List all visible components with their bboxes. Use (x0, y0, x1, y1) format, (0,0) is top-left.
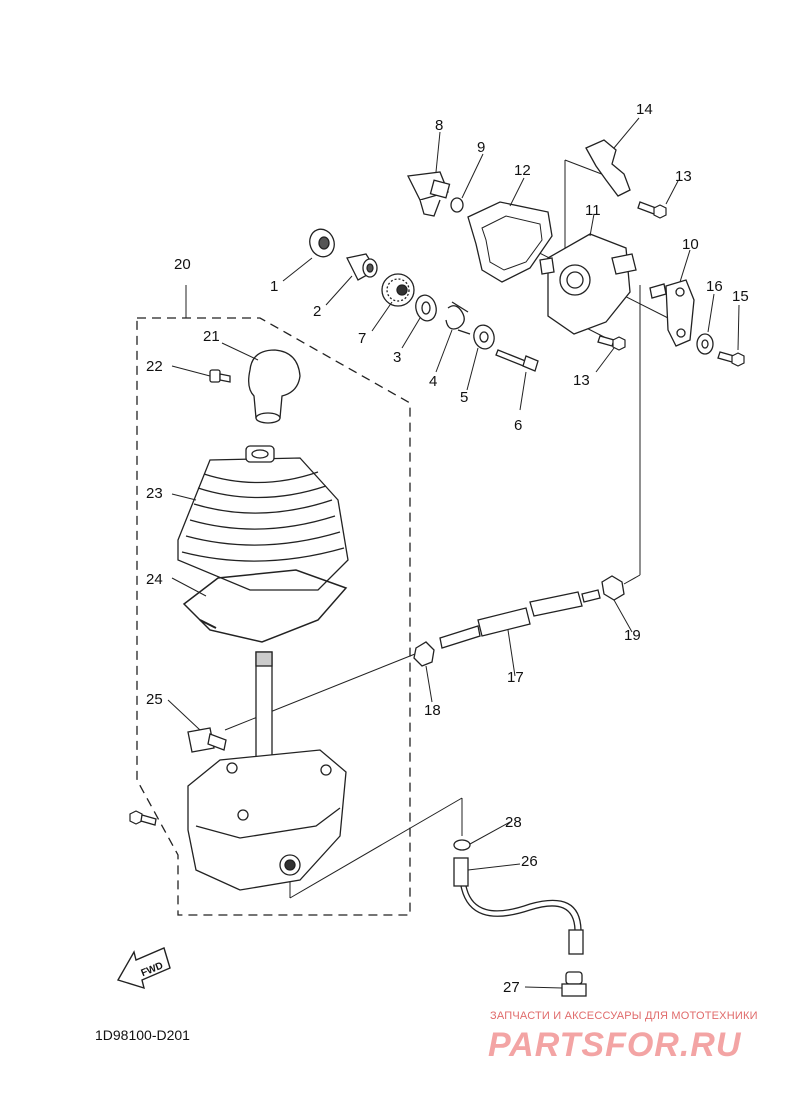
part-bracket (585, 139, 631, 197)
part-plug (561, 971, 587, 997)
part-hose (453, 857, 584, 955)
callout-4: 4 (429, 373, 437, 390)
part-bushing (346, 253, 378, 281)
callout-15: 15 (732, 288, 749, 305)
callout-28: 28 (505, 814, 522, 831)
part-lever (649, 279, 695, 347)
part-shifter-base (187, 749, 347, 891)
part-bolt-13-lower (597, 335, 626, 351)
callout-9: 9 (477, 139, 485, 156)
part-collar (309, 228, 335, 258)
callout-labels: 1 2 3 4 5 6 7 8 9 10 11 12 13 13 14 15 1… (146, 101, 749, 996)
callout-13-lower: 13 (573, 372, 590, 389)
diagram-code: 1D98100-D201 (95, 1027, 190, 1043)
callout-19: 19 (624, 627, 641, 644)
part-o-ring-28 (453, 839, 471, 851)
callout-8: 8 (435, 117, 443, 134)
part-spring (445, 301, 471, 335)
callout-6: 6 (514, 417, 522, 434)
part-bolt-15 (717, 351, 745, 367)
fwd-arrow-icon: FWD (116, 947, 171, 990)
callout-24: 24 (146, 571, 163, 588)
watermark-tagline: ЗАПЧАСТИ И АКСЕССУАРЫ ДЛЯ МОТОТЕХНИКИ (490, 1010, 758, 1022)
part-bolt-13-upper (637, 201, 667, 219)
callout-21: 21 (203, 328, 220, 345)
callout-20: 20 (174, 256, 191, 273)
callout-16: 16 (706, 278, 723, 295)
callout-7: 7 (358, 330, 366, 347)
part-bolt-left (129, 810, 157, 826)
callout-2: 2 (313, 303, 321, 320)
callout-1: 1 (270, 278, 278, 295)
callout-10: 10 (682, 236, 699, 253)
part-gasket (467, 201, 553, 283)
callout-11: 11 (585, 202, 601, 219)
callout-14: 14 (636, 101, 653, 118)
part-housing (539, 233, 637, 335)
part-nut-18 (413, 641, 435, 667)
part-washer-3 (415, 294, 437, 322)
callout-22: 22 (146, 358, 163, 375)
callout-23: 23 (146, 485, 163, 502)
part-washer-16 (696, 333, 714, 355)
part-frame (182, 569, 348, 643)
part-gear (381, 273, 415, 307)
callout-26: 26 (521, 853, 538, 870)
part-rod (439, 589, 601, 649)
callout-25: 25 (146, 691, 163, 708)
part-shift-lever (255, 651, 273, 763)
callout-17: 17 (507, 669, 524, 686)
part-screw-22 (209, 369, 231, 383)
part-bolt-6 (495, 349, 539, 372)
assembly-boundary (136, 317, 411, 916)
callout-13-upper: 13 (675, 168, 692, 185)
part-washer-5 (473, 324, 495, 350)
watermark-logo: PARTSFOR.RU (488, 1026, 742, 1064)
part-fitting (187, 727, 227, 753)
part-knob (248, 349, 301, 424)
part-o-ring (450, 197, 464, 213)
part-boot (177, 445, 349, 591)
callout-18: 18 (424, 702, 441, 719)
callout-5: 5 (460, 389, 468, 406)
callout-12: 12 (514, 162, 531, 179)
callout-27: 27 (503, 979, 520, 996)
leader-lines (167, 117, 740, 989)
part-shaft-gear (407, 171, 451, 217)
part-nut-19 (601, 575, 625, 601)
callout-3: 3 (393, 349, 401, 366)
